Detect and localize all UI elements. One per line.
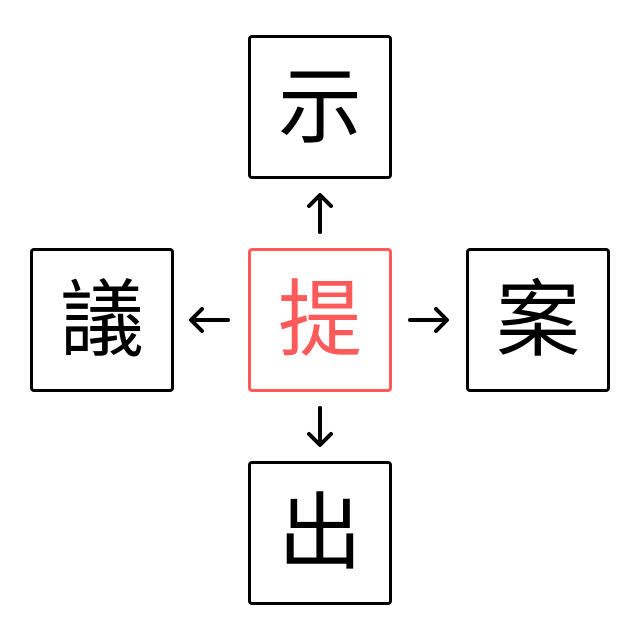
top-char: 示: [277, 58, 362, 156]
left-box: 議: [30, 248, 174, 392]
arrow-down-icon: [307, 406, 333, 447]
right-char: 案: [495, 271, 580, 369]
bottom-box: 出: [248, 461, 392, 605]
center-char: 提: [277, 271, 362, 369]
bottom-char: 出: [277, 484, 362, 582]
left-char: 議: [59, 271, 144, 369]
right-box: 案: [466, 248, 610, 392]
arrow-up-icon: [307, 193, 333, 234]
arrow-left-icon: [189, 307, 230, 333]
top-box: 示: [248, 35, 392, 179]
arrow-right-icon: [408, 307, 449, 333]
center-box: 提: [248, 248, 392, 392]
